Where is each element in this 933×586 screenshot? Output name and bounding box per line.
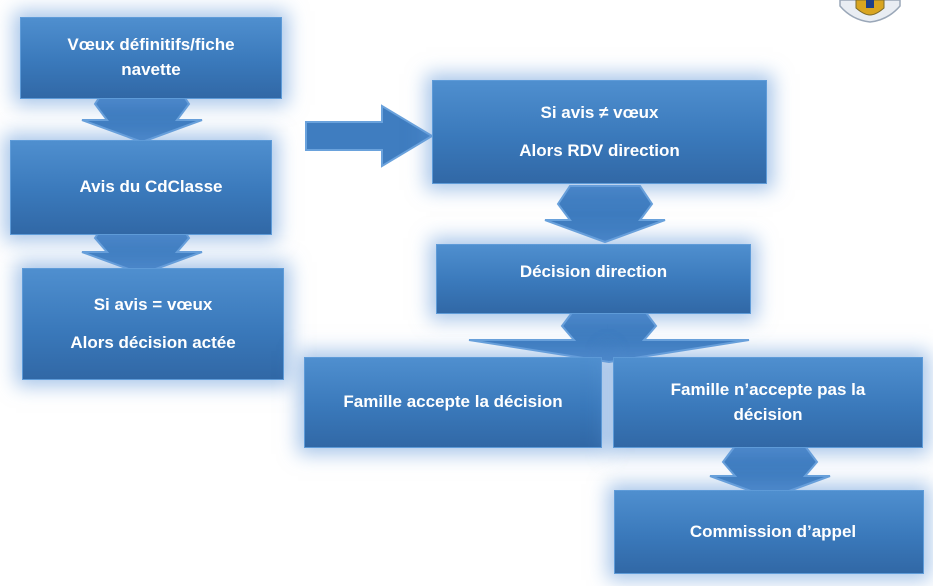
box-refus-line2: décision — [733, 404, 803, 424]
box-refus-line1: Famille n’accepte pas la — [670, 379, 866, 399]
box-rdv-line1: Si avis ≠ vœux — [540, 102, 659, 122]
crest-icon — [839, 0, 901, 23]
box-famille-accepte: Famille accepte la décision — [304, 357, 602, 448]
arrow-right — [305, 104, 434, 168]
box-voeux-line2: navette — [121, 60, 181, 79]
box-appel-label: Commission d’appel — [689, 521, 857, 541]
box-acte-line2: Alors décision actée — [70, 332, 236, 352]
arrow-down-4 — [468, 309, 750, 364]
box-famille-refuse: Famille n’accepte pas la décision — [613, 357, 923, 448]
box-accepte-label: Famille accepte la décision — [343, 392, 563, 412]
box-rdv-direction: Si avis ≠ vœux Alors RDV direction — [432, 80, 767, 184]
box-avis-cdclasse: Avis du CdClasse — [10, 140, 272, 235]
arrow-down-3 — [544, 185, 666, 244]
box-voeux-line1: Vœux définitifs/fiche — [67, 35, 235, 55]
box-commission-appel: Commission d’appel — [614, 490, 924, 574]
box-rdv-line2: Alors RDV direction — [519, 140, 680, 160]
box-avis-label: Avis du CdClasse — [79, 177, 223, 197]
arrow-down-5 — [709, 445, 831, 500]
box-acte-line1: Si avis = vœux — [93, 294, 213, 314]
box-voeux: Vœux définitifs/fiche navette — [20, 17, 282, 99]
box-decision-actee: Si avis = vœux Alors décision actée — [22, 268, 284, 380]
box-decision-direction: Décision direction — [436, 244, 751, 314]
box-decision-label: Décision direction — [519, 261, 668, 281]
